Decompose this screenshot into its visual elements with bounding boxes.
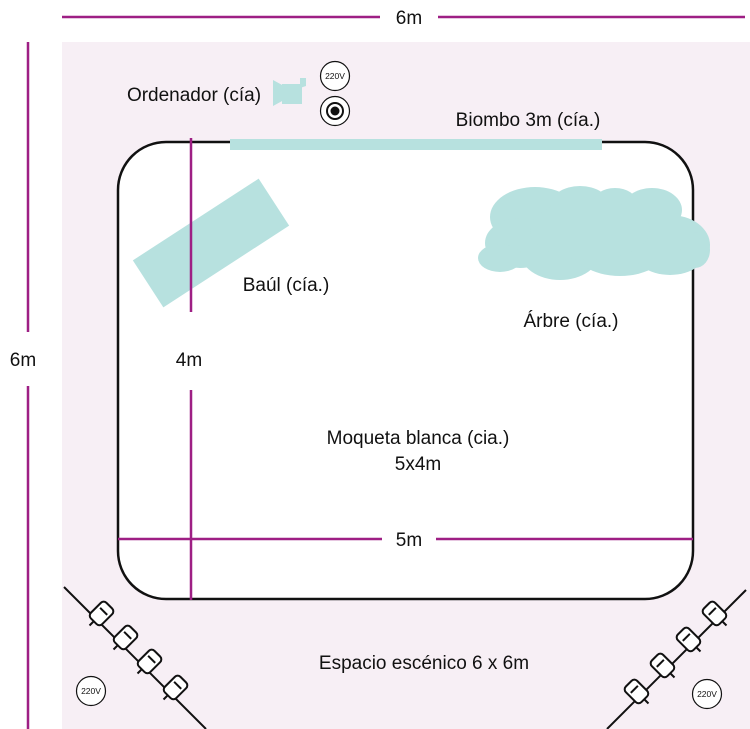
power-outlet-icon: 220V [319,60,351,92]
spotlight-icon [606,589,747,729]
speaker-icon [319,95,351,127]
tree [478,186,710,280]
screen-label: Biombo 3m (cía.) [456,110,601,131]
carpet-height-dimension: 4m [176,138,202,600]
trunk [132,178,290,308]
outlet-bottom-right-label: 220V [697,689,717,699]
trunk-label: Baúl (cía.) [243,275,330,296]
spotlight-icon [63,586,207,729]
power-outlet-icon: 220V [691,678,723,710]
outlet-bottom-left-label: 220V [81,686,101,696]
top-dimension: 6m [62,8,745,29]
carpet-width-label: 5m [396,530,422,551]
power-outlet-icon: 220V [75,675,107,707]
carpet-size-label: 5x4m [395,454,441,475]
computer-label: Ordenador (cía) [127,85,261,106]
stage-label: Espacio escénico 6 x 6m [319,653,529,674]
camera-icon [273,78,306,106]
carpet-height-label: 4m [176,350,202,371]
top-dimension-label: 6m [396,8,422,29]
screen-divider [230,139,602,150]
carpet-name-label: Moqueta blanca (cia.) [327,428,510,449]
outlet-top-label: 220V [325,71,345,81]
tree-label: Árbre (cía.) [523,311,618,332]
carpet-width-dimension: 5m [118,530,693,551]
left-dimension: 6m [10,42,36,729]
left-dimension-label: 6m [10,350,36,371]
